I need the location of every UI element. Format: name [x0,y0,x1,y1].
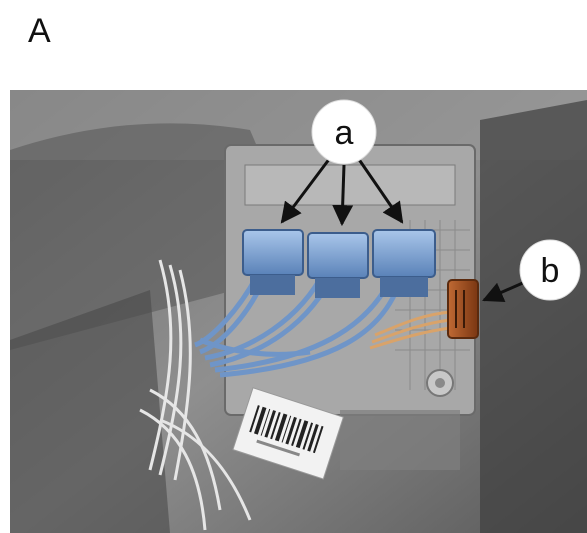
callout-b-circle [519,239,581,301]
barcode [249,405,324,454]
panel-label: A [28,12,51,50]
callout-b: b [482,239,581,303]
callout-b-label: b [541,252,560,290]
callout-a-arrow-2 [332,164,354,227]
callout-a-label: a [335,114,354,152]
callout-a-arrow-1 [280,157,332,224]
engine-bay-photo: a b [10,90,587,533]
orange-wire-bundle [369,310,451,350]
blue-connector-3 [372,229,436,278]
callout-a-circle [311,99,377,165]
callout-a: a [280,99,404,227]
callout-a-arrow-3 [356,157,404,224]
white-wire-bundle [139,259,252,531]
blue-connectors-group [242,229,436,298]
callout-b-arrow [482,280,526,303]
barcode-tag [232,387,344,480]
blue-connector-1 [242,229,304,276]
blue-connector-2 [307,232,369,279]
